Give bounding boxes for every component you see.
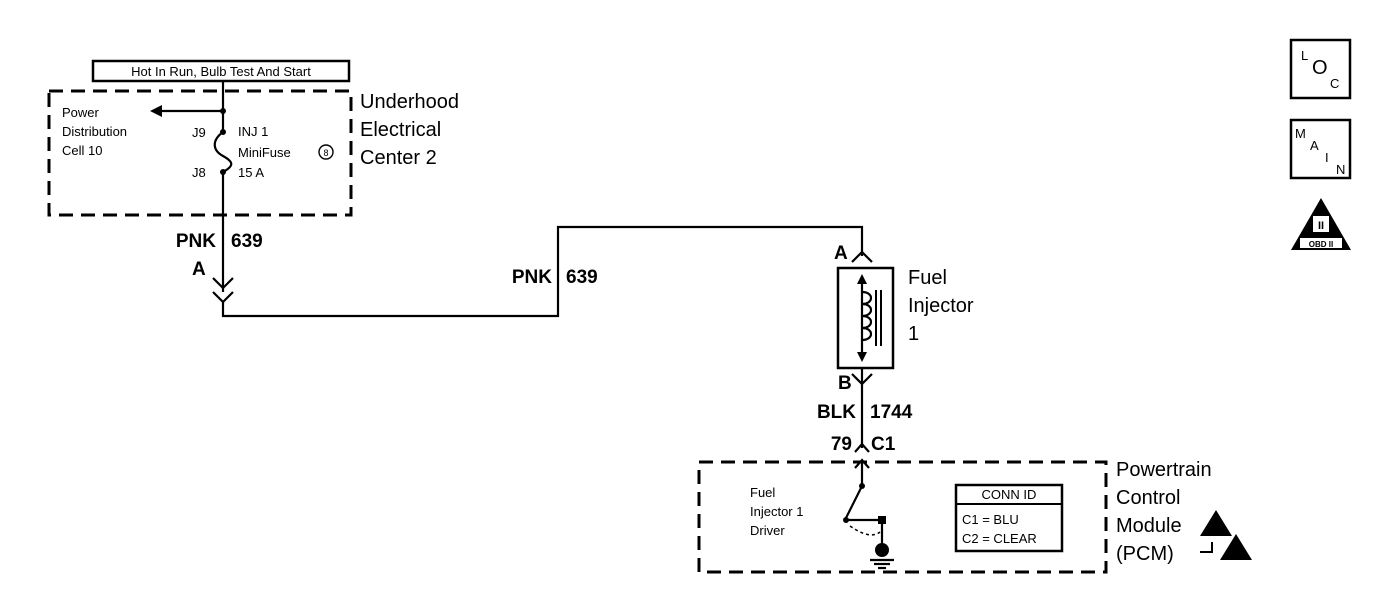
wire-2-circuit: 639 <box>566 267 598 288</box>
svg-text:Electrical: Electrical <box>360 119 441 141</box>
esd-sensitive-icon <box>1200 510 1252 560</box>
terminal-j8: J8 <box>192 165 206 180</box>
fuel-injector-1: A Fuel Injector 1 B <box>834 243 974 394</box>
hot-in-run-label: Hot In Run, Bulb Test And Start <box>91 59 351 83</box>
wire-1-circuit: 639 <box>231 231 263 252</box>
wire-pnk-639-route <box>221 225 864 318</box>
svg-text:C2 = CLEAR: C2 = CLEAR <box>962 531 1037 546</box>
svg-text:M: M <box>1295 126 1306 141</box>
pcm-box <box>697 460 1108 574</box>
svg-text:C1 = BLU: C1 = BLU <box>962 512 1019 527</box>
svg-text:I: I <box>1325 150 1329 165</box>
power-distribution-cell: Power Distribution Cell 10 <box>62 81 226 158</box>
injector-pin-b: B <box>838 373 852 394</box>
svg-text:Underhood: Underhood <box>360 91 459 113</box>
pcm-pin-79: 79 <box>831 434 852 455</box>
svg-text:Powertrain: Powertrain <box>1116 459 1212 481</box>
wire-2-color: PNK <box>512 267 552 288</box>
underhood-electrical-center-box <box>47 89 353 217</box>
injector-pin-a: A <box>834 243 848 264</box>
svg-text:(PCM): (PCM) <box>1116 543 1174 565</box>
svg-text:OBD II: OBD II <box>1309 240 1333 249</box>
minifuse-inj1: J9 J8 INJ 1 MiniFuse 15 A 8 <box>192 111 334 180</box>
svg-text:Module: Module <box>1116 515 1182 537</box>
hot-in-run-text: Hot In Run, Bulb Test And Start <box>131 64 311 79</box>
svg-text:II: II <box>1318 220 1324 232</box>
svg-text:Distribution: Distribution <box>62 124 127 139</box>
svg-text:Power: Power <box>62 105 100 120</box>
underhood-electrical-center-title: Underhood Electrical Center 2 <box>360 91 459 169</box>
wire-3-circuit: 1744 <box>870 402 913 423</box>
fuse-ref-icon <box>318 144 334 160</box>
svg-text:INJ 1: INJ 1 <box>238 124 268 139</box>
svg-text:A: A <box>1310 138 1319 153</box>
svg-text:Injector: Injector <box>908 295 974 317</box>
svg-text:L: L <box>1301 48 1308 63</box>
main-icon[interactable]: M A I N <box>1289 118 1352 180</box>
svg-text:N: N <box>1336 162 1345 177</box>
pcm-title: Powertrain Control Module (PCM) <box>1116 459 1212 565</box>
svg-text:Center 2: Center 2 <box>360 147 437 169</box>
pcm-connector-label: C1 <box>871 434 896 455</box>
conn-id-table: CONN ID C1 = BLU C2 = CLEAR <box>954 483 1064 553</box>
svg-text:1: 1 <box>908 323 919 345</box>
svg-text:CONN ID: CONN ID <box>982 487 1037 502</box>
svg-text:Injector 1: Injector 1 <box>750 504 803 519</box>
pcm-connector-c1: 79 C1 <box>831 434 896 484</box>
wire-1-color: PNK <box>176 231 216 252</box>
svg-text:O: O <box>1312 57 1328 79</box>
svg-text:15 A: 15 A <box>238 165 264 180</box>
svg-text:MiniFuse: MiniFuse <box>238 145 291 160</box>
svg-text:Fuel: Fuel <box>750 485 775 500</box>
obd-ii-icon[interactable]: II OBD II <box>1291 198 1351 250</box>
svg-text:C: C <box>1330 76 1339 91</box>
svg-text:Fuel: Fuel <box>908 267 947 289</box>
svg-text:Driver: Driver <box>750 523 785 538</box>
wire-3-color: BLK <box>817 402 856 423</box>
svg-text:Cell 10: Cell 10 <box>62 143 102 158</box>
connector-a-label: A <box>192 259 206 280</box>
fuel-injector-driver-switch: Fuel Injector 1 Driver <box>750 483 894 570</box>
loc-icon[interactable]: L O C <box>1289 38 1352 100</box>
svg-text:Control: Control <box>1116 487 1180 509</box>
svg-text:8: 8 <box>323 148 328 158</box>
terminal-j9: J9 <box>192 125 206 140</box>
